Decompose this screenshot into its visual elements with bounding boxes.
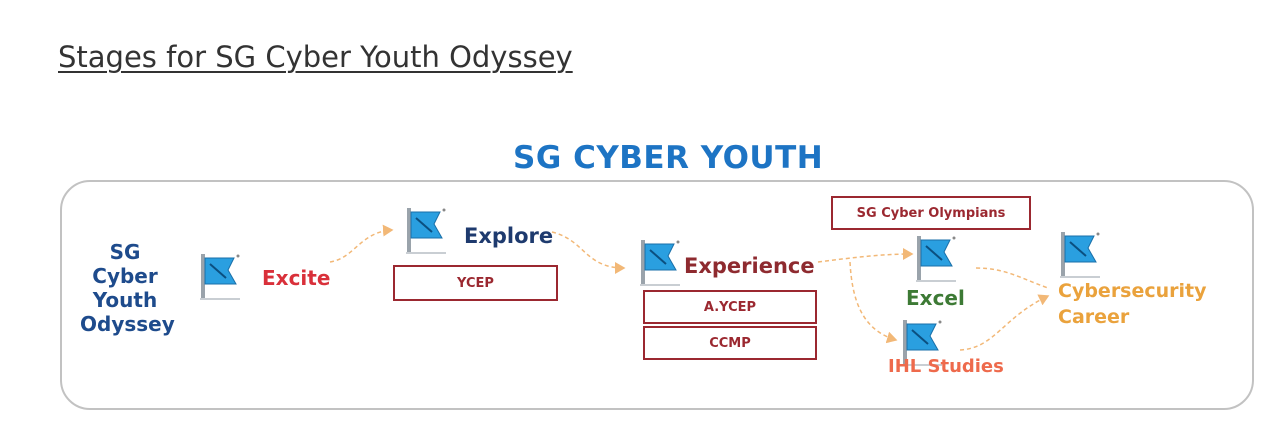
stage-ihl-studies: IHL Studies xyxy=(888,356,1004,377)
arrow-experience-excel xyxy=(817,248,914,263)
stage-experience: Experience xyxy=(684,254,815,278)
stage-cybersecurity-career: Cybersecurity Career xyxy=(1058,280,1207,328)
flag-icon xyxy=(406,208,446,254)
arrow-experience-ihl xyxy=(849,261,898,344)
flag-icon xyxy=(1060,232,1100,278)
diagram-title: SG CYBER YOUTH xyxy=(513,140,824,176)
arrow-excel-career xyxy=(975,267,1049,289)
flag-icon xyxy=(902,320,942,366)
diagram-frame xyxy=(60,180,1254,410)
arrow-explore-experience xyxy=(551,231,626,274)
flag-icon xyxy=(916,236,956,282)
stage-excite: Excite xyxy=(262,266,331,290)
programme-sg-cyber-olympians: SG Cyber Olympians xyxy=(831,196,1031,230)
stage-explore: Explore xyxy=(464,224,554,248)
flag-icon xyxy=(640,240,680,286)
programme-ccmp: CCMP xyxy=(643,326,817,360)
page-heading: Stages for SG Cyber Youth Odyssey xyxy=(58,40,573,74)
programme-ycep: YCEP xyxy=(393,265,558,301)
odyssey-label: SG Cyber Youth Odyssey xyxy=(80,240,175,336)
programme-aycep: A.YCEP xyxy=(643,290,817,324)
arrow-ihl-career xyxy=(959,294,1050,351)
arrow-excite-explore xyxy=(329,224,394,263)
flag-icon xyxy=(200,254,240,300)
stage-excel: Excel xyxy=(906,286,965,310)
